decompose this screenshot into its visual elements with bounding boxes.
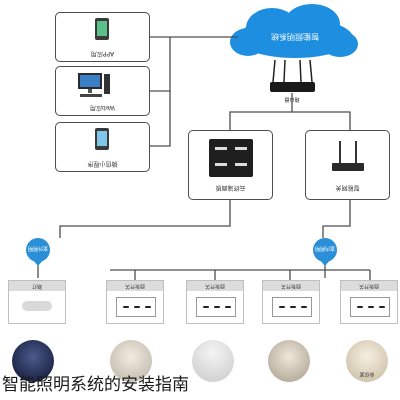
router-icon (270, 59, 315, 92)
zone-label-right: 室内照明 (315, 245, 335, 252)
device-label: 面板开关 (263, 281, 319, 291)
device-label: 面板开关 (187, 281, 243, 291)
photo-label: 会议室 (359, 371, 375, 377)
hub-panel-box: 云终端面板 (188, 130, 273, 200)
device-card-switch-2: 面板开关 (186, 280, 244, 324)
hub-gateway-label: 智能网关 (335, 184, 360, 191)
access-label-wechat: 微信小程序 (87, 160, 118, 167)
wall-switch-icon (116, 297, 156, 317)
wall-switch-icon (272, 297, 312, 317)
desktop-computer-icon (78, 73, 110, 97)
hub-panel-label: 云终端面板 (215, 184, 246, 191)
device-label: 路灯 (9, 281, 65, 291)
zone-bubble-right (313, 238, 337, 266)
access-box-wechat: 微信小程序 (55, 122, 150, 172)
conference-room-photo: 会议室 (346, 340, 388, 382)
access-box-web: Web应用 (55, 66, 150, 116)
meeting-room-photo (268, 340, 310, 382)
wall-switch-icon (196, 297, 236, 317)
switch-panel-icon (209, 139, 253, 177)
access-box-app: APP应用 (55, 12, 150, 62)
device-card-switch-3: 面板开关 (262, 280, 320, 324)
street-lamp-icon (22, 301, 52, 311)
wechat-phone-icon (95, 128, 109, 150)
device-label: 面板开关 (341, 281, 397, 291)
device-card-switch-1: 面板开关 (106, 280, 164, 324)
page-caption: 智能照明系统的安装指南 (2, 375, 189, 395)
night-street-photo (12, 340, 54, 382)
hub-gateway-box: 智能网关 (305, 130, 390, 200)
zone-bubble-left (26, 238, 50, 266)
device-card-street-lamp: 路灯 (8, 280, 66, 324)
wall-switch-icon (350, 297, 390, 317)
cloud-shape (230, 4, 358, 58)
access-label-app: APP应用 (90, 50, 115, 57)
hall-photo (192, 340, 234, 382)
cloud-label: 智能照明系统 (271, 32, 319, 42)
smartphone-icon (95, 18, 109, 40)
office-photo (110, 340, 152, 382)
zone-label-left: 室外照明 (28, 245, 48, 252)
gateway-icon (332, 141, 364, 171)
device-card-switch-4: 面板开关 (340, 280, 398, 324)
access-label-web: Web应用 (89, 104, 116, 111)
device-label: 面板开关 (107, 281, 163, 291)
